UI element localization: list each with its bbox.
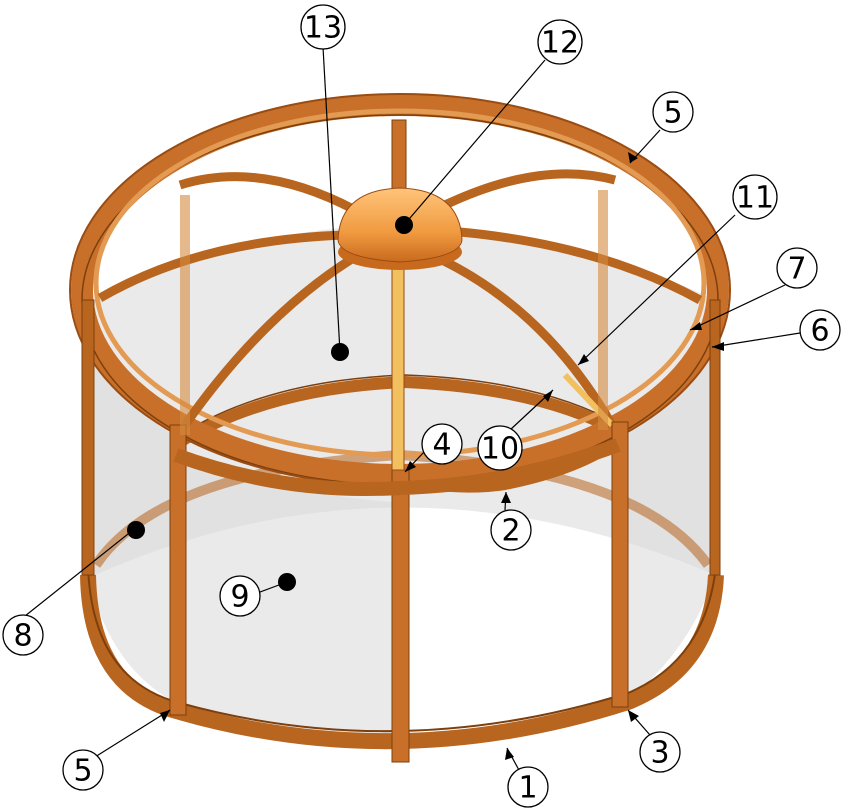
arrow-6 <box>712 342 724 351</box>
callout-8: 8 <box>2 614 44 656</box>
callout-label: 3 <box>650 736 669 771</box>
side-glass-panel <box>183 455 392 742</box>
callout-3: 3 <box>639 731 681 773</box>
callout-label: 11 <box>736 181 774 216</box>
dot-12 <box>395 216 413 234</box>
callout-label: 7 <box>787 252 806 287</box>
arrow-4 <box>405 461 416 472</box>
callout-2: 2 <box>490 509 532 551</box>
callout-label: 2 <box>501 514 520 549</box>
callout-label: 1 <box>518 771 537 806</box>
callout-5-bottom: 5 <box>62 749 104 791</box>
posts <box>81 119 721 763</box>
callout-label: 5 <box>73 754 92 789</box>
callout-label: 6 <box>810 314 829 349</box>
callout-10: 10 <box>477 425 523 471</box>
callout-1: 1 <box>507 766 549 808</box>
arrow-5-bottom <box>160 710 170 722</box>
callout-9: 9 <box>219 575 261 617</box>
dot-13 <box>331 343 349 361</box>
callout-7: 7 <box>776 247 818 289</box>
callout-label: 13 <box>304 11 342 46</box>
arrow-3 <box>628 710 639 722</box>
callout-11: 11 <box>732 174 778 220</box>
callout-4: 4 <box>421 423 463 465</box>
arrow-10 <box>543 390 553 402</box>
front-ring-segment <box>173 438 621 497</box>
arrow-7 <box>690 322 702 330</box>
leader-lines <box>19 46 801 773</box>
arrow-2 <box>501 492 511 503</box>
callout-5-top: 5 <box>652 91 694 133</box>
dot-9 <box>278 573 296 591</box>
arrow-11 <box>578 354 589 365</box>
callout-label: 8 <box>13 619 32 654</box>
callout-13: 13 <box>300 4 346 50</box>
callout-label: 10 <box>481 432 519 467</box>
callout-6: 6 <box>799 309 841 351</box>
arrow-5-top <box>628 152 638 163</box>
arrow-1 <box>505 748 514 760</box>
callout-12: 12 <box>537 19 583 65</box>
callout-label: 9 <box>230 580 249 615</box>
callout-label: 5 <box>663 96 682 131</box>
callout-label: 12 <box>541 26 579 61</box>
pointer-dots <box>127 152 724 760</box>
callout-label: 4 <box>432 428 451 463</box>
dot-8 <box>127 521 145 539</box>
